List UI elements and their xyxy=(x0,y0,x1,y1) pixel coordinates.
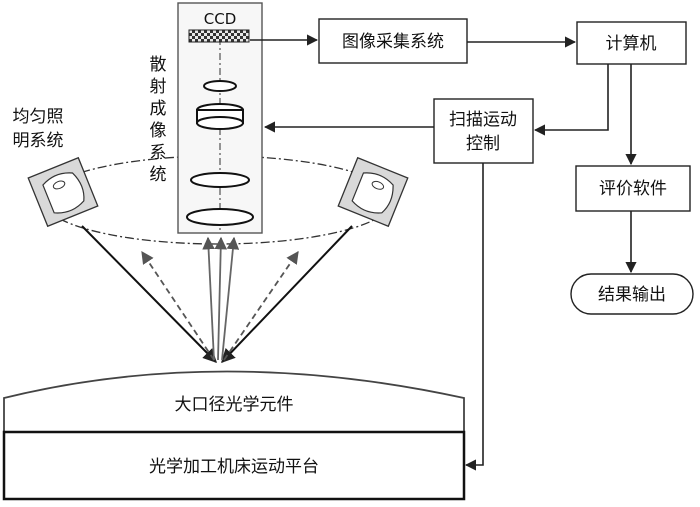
left-illuminator xyxy=(27,156,99,228)
computer-to-scan-control-arrow xyxy=(533,64,609,136)
image-acquisition-label: 图像采集系统 xyxy=(342,32,444,52)
optical-element-label: 大口径光学元件 xyxy=(175,395,294,415)
scan-control-box xyxy=(433,98,534,164)
lens-4 xyxy=(186,208,254,226)
computer-box xyxy=(576,21,687,65)
image-acquisition-box xyxy=(318,18,468,64)
evaluation-label: 评价软件 xyxy=(599,179,667,199)
scatter-label-char-0: 散 xyxy=(150,55,167,75)
scatter-label-char-3: 像 xyxy=(150,121,167,141)
illumination-ray-left xyxy=(81,225,217,363)
evaluation-box xyxy=(575,165,691,212)
lens-2 xyxy=(196,103,244,130)
output-label: 结果输出 xyxy=(598,285,666,305)
illumination-ray-right xyxy=(221,225,353,364)
platform-box xyxy=(2,430,466,501)
scatter-label-char-5: 统 xyxy=(150,165,167,185)
scan-control-to-platform-arrow xyxy=(464,163,484,471)
scatter-label-char-4: 系 xyxy=(150,143,167,163)
computer-label: 计算机 xyxy=(606,34,657,54)
illumination-label-line-2: 明系统 xyxy=(13,131,64,151)
ccd-sensor xyxy=(188,29,250,43)
right-illuminator xyxy=(337,156,409,228)
scan-control-label-line-1: 扫描运动 xyxy=(449,110,517,130)
reflected-ray-left xyxy=(141,250,215,361)
scatter-label-char-2: 成 xyxy=(150,99,167,119)
illumination-label-line-1: 均匀照 xyxy=(13,107,64,127)
lens-3 xyxy=(190,172,250,188)
ccd-label: CCD xyxy=(204,10,237,28)
scan-control-label-line-2: 控制 xyxy=(466,134,500,154)
scattered-ray-1 xyxy=(202,236,215,361)
scattered-ray-3 xyxy=(221,236,240,361)
lens-1 xyxy=(203,80,237,92)
optical-element-shape xyxy=(3,370,465,433)
output-box xyxy=(570,273,694,315)
scattered-ray-2 xyxy=(214,236,228,361)
scatter-label-char-1: 射 xyxy=(150,77,167,97)
platform-label: 光学加工机床运动平台 xyxy=(149,457,319,477)
reflected-ray-right xyxy=(223,250,299,361)
